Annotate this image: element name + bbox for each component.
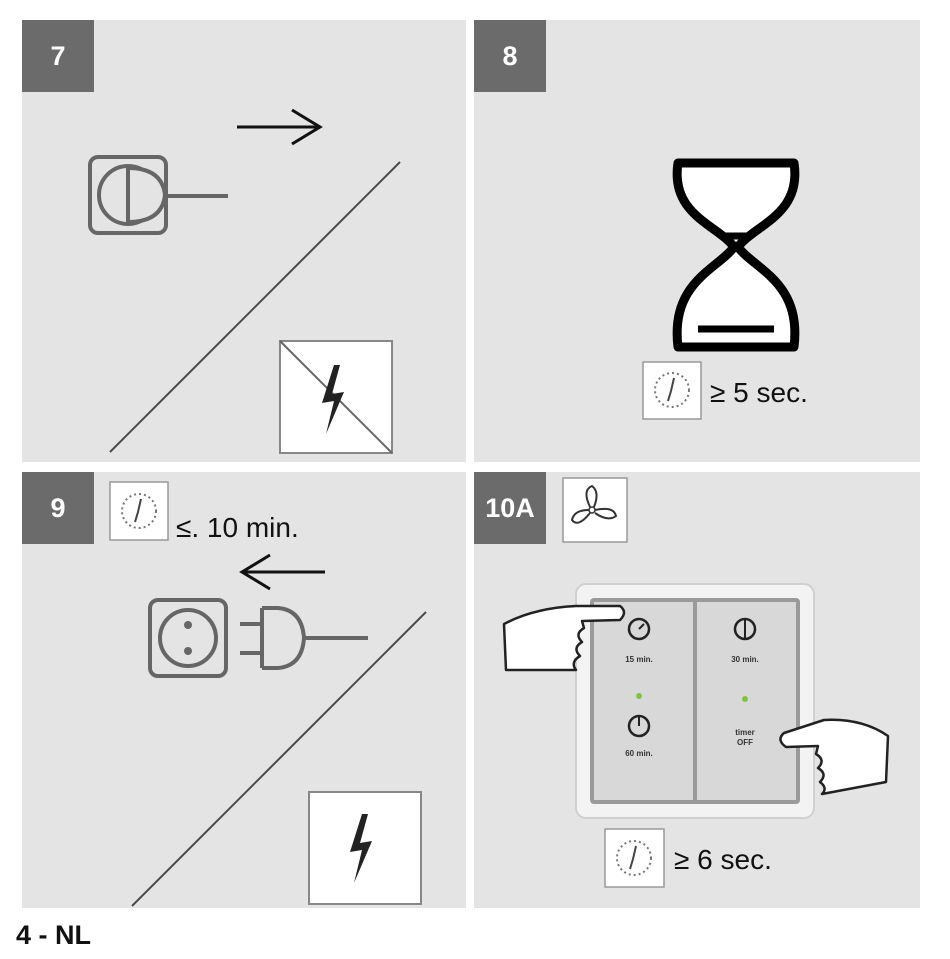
led-indicator [636, 693, 642, 699]
diagonal-divider [131, 611, 427, 907]
button-label-30: 30 min. [731, 655, 759, 664]
hand-pointing-right-icon [502, 604, 626, 672]
plugged-socket-icon [88, 155, 228, 235]
no-power-icon [279, 340, 393, 454]
timer-30-icon [733, 617, 757, 641]
hourglass-icon [672, 158, 800, 352]
arrow-right-icon [237, 108, 323, 146]
button-label-timer: timer [735, 728, 755, 737]
button-label-60: 60 min. [625, 749, 653, 758]
step-number-badge: 10A [474, 472, 546, 544]
step-9-panel: 9 ≤. 10 min. [22, 472, 466, 908]
timer-icon [642, 361, 702, 420]
arrow-left-icon [239, 553, 325, 591]
step-7-illustration [88, 108, 401, 454]
duration-text: ≥ 6 sec. [674, 844, 772, 875]
socket-icon [148, 598, 228, 678]
button-label-off: OFF [737, 738, 753, 747]
step-7-panel: 7 [22, 20, 466, 462]
fan-icon [562, 477, 628, 543]
button-label-15: 15 min. [625, 655, 653, 664]
step-10a-illustration [502, 477, 890, 888]
timer-icon [604, 828, 665, 888]
plug-icon [240, 606, 368, 670]
timer-icon [109, 481, 169, 541]
duration-text: ≥ 5 sec. [710, 377, 808, 408]
diagonal-divider [109, 161, 401, 453]
led-indicator [742, 696, 748, 702]
timer-15-icon [627, 617, 651, 641]
power-icon [308, 791, 422, 905]
step-10a-panel: 10A 15 min. 60 min. 30 min. timer OFF ≥ … [474, 472, 920, 908]
hand-pointing-left-icon [779, 718, 890, 796]
step-number-badge: 7 [22, 20, 94, 92]
page-footer: 4 - NL [16, 920, 92, 950]
timer-60-icon [627, 714, 651, 738]
step-8-illustration [642, 158, 800, 420]
step-9-illustration [109, 481, 427, 907]
duration-text: ≤. 10 min. [176, 512, 299, 543]
step-8-panel: 8 ≥ 5 sec. [474, 20, 920, 462]
step-number-badge: 8 [474, 20, 546, 92]
step-number-badge: 9 [22, 472, 94, 544]
